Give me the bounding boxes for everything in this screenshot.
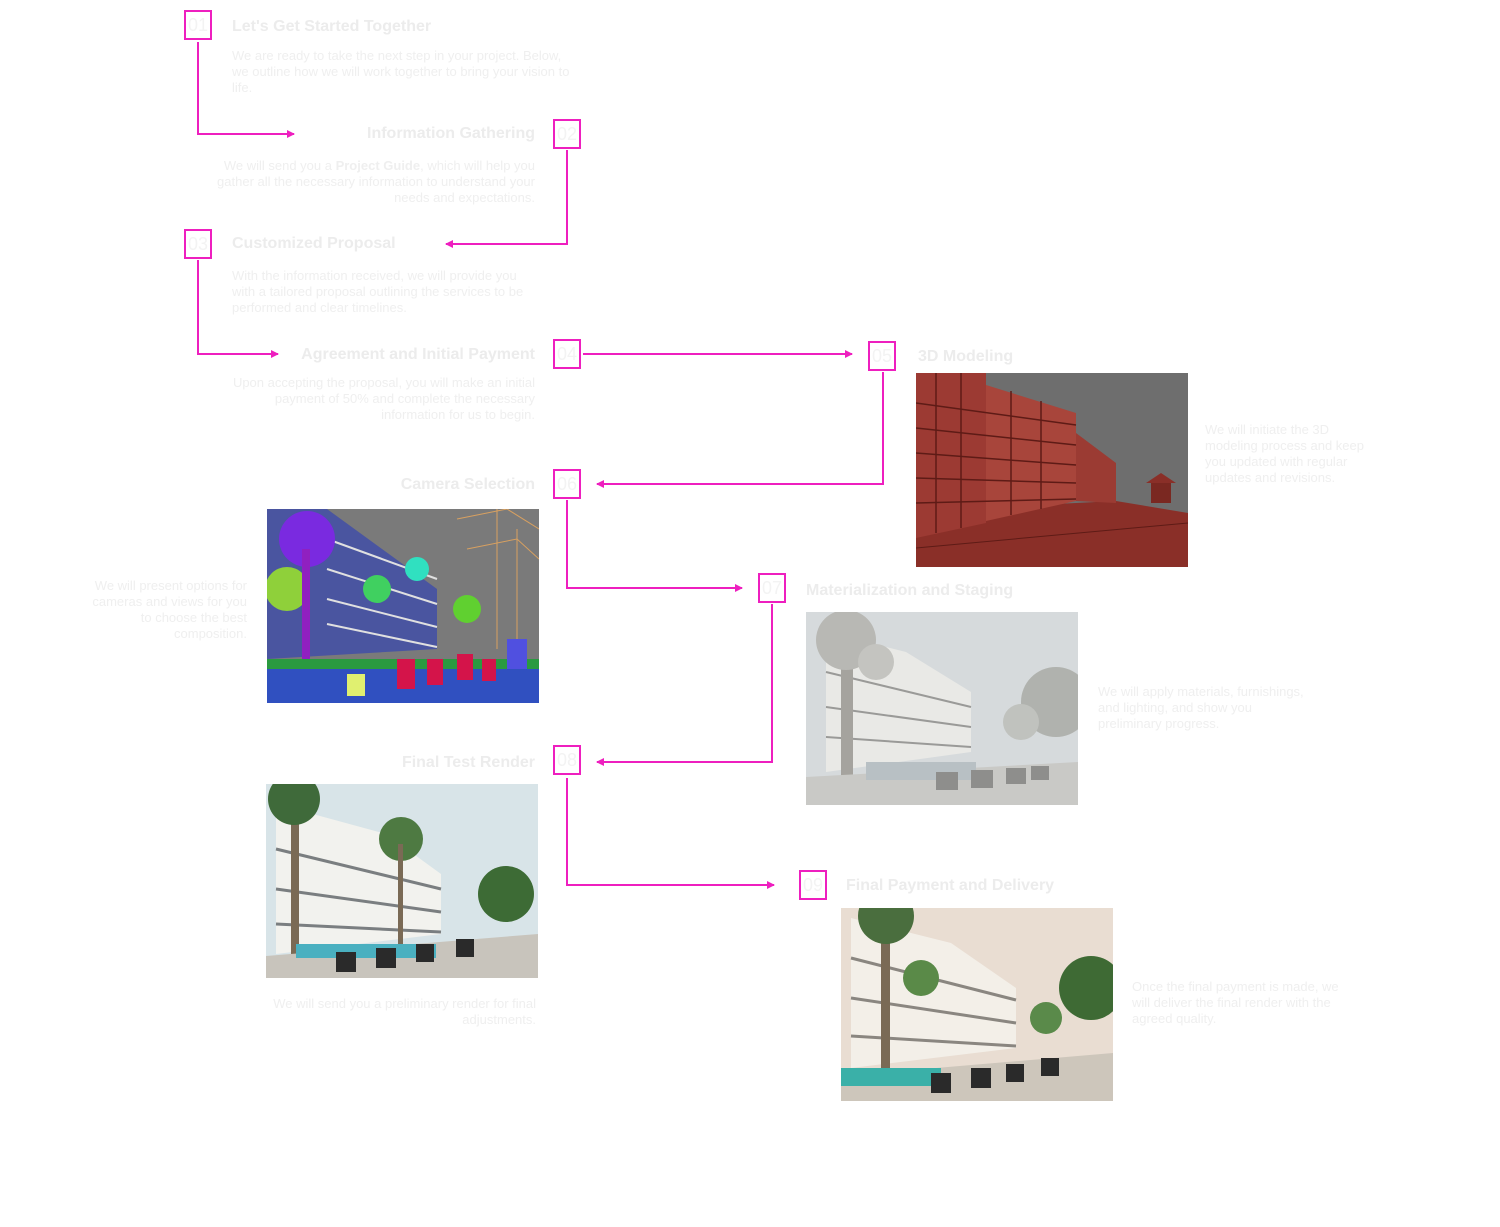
step-title-07: Materialization and Staging: [806, 582, 1014, 599]
connector-06-07: [566, 500, 743, 592]
step-number-05: 05: [868, 341, 896, 371]
step-title-03: Customized Proposal: [232, 235, 396, 252]
step-title-04: Agreement and Initial Payment: [301, 346, 535, 363]
step-desc-06: We will present options for cameras and …: [92, 578, 247, 641]
connector-02-03: [445, 150, 568, 248]
connector-07-08: [596, 604, 773, 766]
step-desc-09: Once the final payment is made, we will …: [1132, 979, 1339, 1026]
image-materialization: [806, 612, 1078, 805]
step-desc-05: We will initiate the 3D modeling process…: [1205, 422, 1364, 485]
image-3d-modeling: [916, 373, 1188, 567]
connector-03-04: [197, 260, 279, 358]
image-final-delivery: [841, 908, 1113, 1101]
step-number-04: 04: [553, 339, 581, 369]
step-desc-04: Upon accepting the proposal, you will ma…: [232, 375, 535, 422]
step-desc-08: We will send you a preliminary render fo…: [273, 996, 536, 1027]
image-final-test-render: [266, 784, 538, 978]
step-title-06: Camera Selection: [400, 476, 535, 493]
step-title-08: Final Test Render: [401, 754, 535, 771]
step-number-06: 06: [553, 469, 581, 499]
step-title-09: Final Payment and Delivery: [846, 877, 1055, 894]
step-desc-01: We are ready to take the next step in yo…: [232, 48, 570, 95]
step-desc-07: We will apply materials, furnishings, an…: [1098, 684, 1304, 731]
step-number-09: 09: [799, 870, 827, 900]
step-desc-02: We will send you a Project Guide, which …: [217, 158, 535, 205]
image-camera-selection: [267, 509, 539, 703]
connector-01-02: [197, 42, 295, 138]
step-number-01: 01: [184, 10, 212, 40]
step-number-07: 07: [758, 573, 786, 603]
step-title-01: Let's Get Started Together: [232, 18, 432, 35]
connector-05-06: [596, 372, 884, 488]
step-number-08: 08: [553, 745, 581, 775]
connector-08-09: [566, 778, 775, 889]
step-title-05: 3D Modeling: [918, 348, 1014, 365]
step-number-02: 02: [553, 119, 581, 149]
step-title-02: Information Gathering: [367, 125, 535, 142]
step-desc-03: With the information received, we will p…: [232, 268, 524, 315]
step-number-03: 03: [184, 229, 212, 259]
